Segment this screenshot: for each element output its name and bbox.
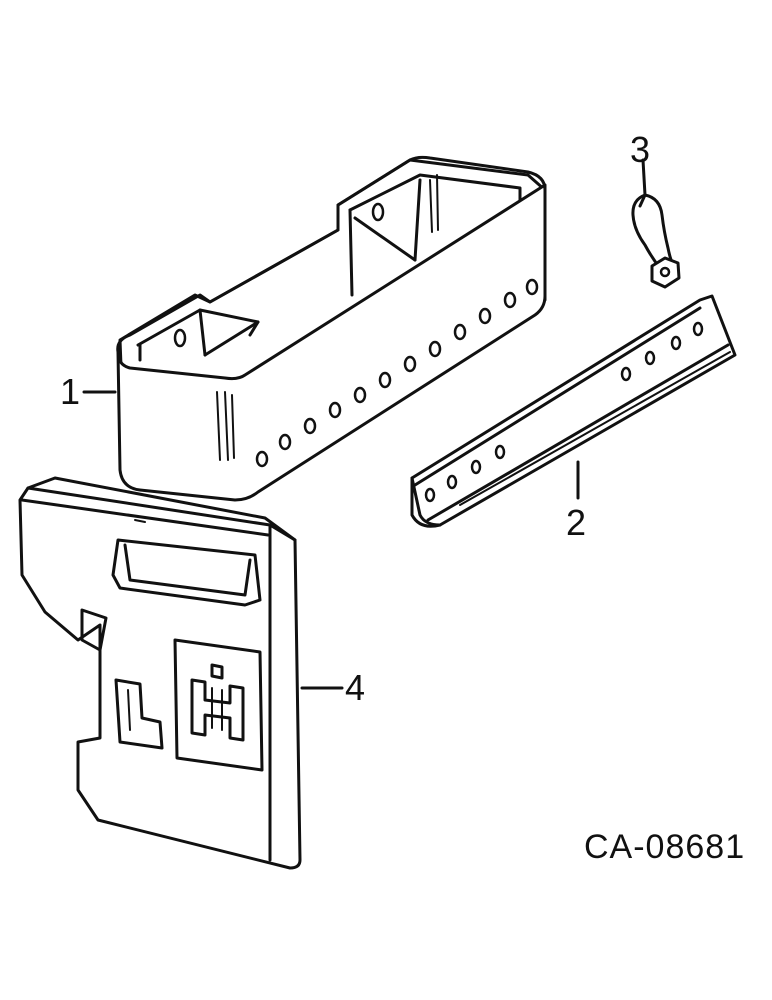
part-4-suitcase-weight (18, 476, 302, 870)
ih-logo-icon (190, 663, 245, 742)
figure-reference: CA-08681 (584, 828, 745, 866)
leader-lines (82, 158, 647, 690)
part-1-weight-carrier (116, 155, 547, 502)
callout-3: 3 (630, 129, 650, 170)
part-3-clip (631, 193, 681, 289)
callout-2: 2 (566, 502, 586, 543)
callout-4: 4 (345, 667, 365, 708)
callout-1: 1 (60, 371, 80, 412)
part-2-rail (410, 294, 737, 528)
